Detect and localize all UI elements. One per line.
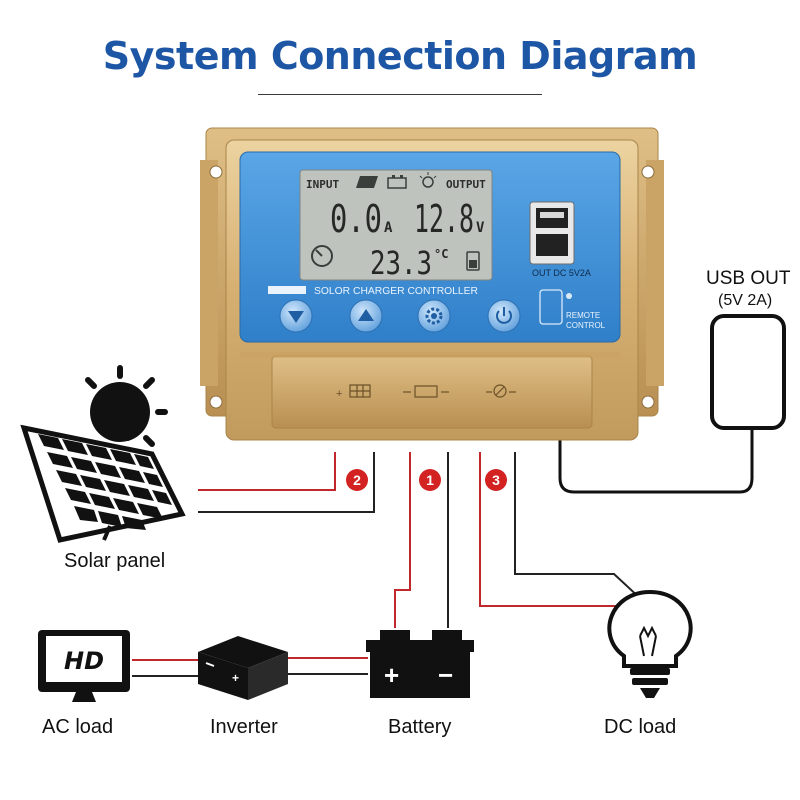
load-positive-wire	[479, 452, 636, 607]
load-negative-wire	[514, 452, 643, 601]
inverter-icon: +	[198, 636, 288, 700]
lcd-voltage-unit: V	[476, 220, 485, 236]
svg-text:+: +	[336, 388, 342, 400]
mount-hole-tr	[641, 165, 655, 179]
charge-controller: + INPUT OUTPUT 0.0 A	[200, 127, 664, 441]
inverter-label: Inverter	[210, 716, 278, 738]
monitor-icon: HD	[38, 630, 130, 702]
wires	[132, 258, 754, 677]
svg-text:+: +	[384, 660, 399, 690]
remote-label-1: REMOTE	[566, 311, 600, 320]
bulb-status-icon	[419, 172, 437, 188]
page-title: System Connection Diagram	[102, 34, 698, 78]
usb-spec-label: (5V 2A)	[718, 292, 773, 309]
mount-hole-bl	[209, 395, 223, 409]
hd-logo: HD	[64, 647, 104, 675]
title-underline	[258, 94, 542, 95]
power-icon	[496, 307, 512, 324]
solar-terminal-icon: +	[336, 384, 371, 400]
load-terminal-icon	[486, 384, 516, 398]
badge-solar: 2	[346, 469, 368, 491]
settings-button[interactable]	[417, 299, 451, 333]
down-arrow-icon	[288, 311, 304, 323]
up-button[interactable]	[349, 299, 383, 333]
battery-positive-wire	[394, 452, 411, 628]
lcd-input-label: INPUT	[306, 178, 339, 191]
badge-battery: 1	[419, 469, 441, 491]
lcd-temperature-unit: °C	[434, 247, 448, 261]
remote-label-2: CONTROL	[566, 321, 606, 330]
lcd-temperature-value: 23.3	[370, 244, 432, 282]
lcd-screen	[299, 169, 493, 281]
mount-hole-br	[641, 395, 655, 409]
ac-load-label: AC load	[42, 716, 114, 738]
power-button[interactable]	[487, 299, 521, 333]
up-arrow-icon	[358, 309, 374, 321]
battery-terminal-icon	[403, 385, 449, 398]
solar-positive-wire	[198, 452, 336, 491]
panel-label: SOLOR CHARGER CONTROLLER	[314, 285, 478, 297]
lcd-current-value: 0.0	[330, 197, 382, 241]
phone-icon	[710, 314, 786, 430]
gear-icon	[425, 307, 443, 325]
lcd-output-label: OUTPUT	[446, 178, 486, 191]
mount-hole-tl	[209, 165, 223, 179]
usb-out-label: USB OUT	[706, 268, 791, 289]
terminal-cover	[271, 355, 593, 429]
solar-negative-wire	[198, 452, 375, 513]
lightbulb-icon	[607, 589, 693, 698]
solar-panel-label: Solar panel	[64, 550, 166, 572]
solar-panel-icon	[20, 365, 186, 543]
svg-text:3: 3	[492, 472, 500, 488]
svg-text:+: +	[232, 671, 239, 685]
battery-icon: + −	[366, 630, 474, 698]
down-button[interactable]	[279, 299, 313, 333]
battery-label: Battery	[388, 716, 452, 738]
battery-status-icon	[387, 175, 407, 189]
dc-load-label: DC load	[604, 716, 677, 738]
svg-text:−: −	[438, 660, 453, 690]
badge-load: 3	[485, 469, 507, 491]
svg-text:1: 1	[426, 472, 434, 488]
lcd-current-unit: A	[384, 220, 393, 236]
signal-battery-icon	[466, 251, 480, 271]
usb-cable	[558, 258, 754, 494]
usb-port[interactable]	[529, 201, 575, 265]
lcd-voltage-value: 12.8	[414, 197, 474, 241]
clock-icon	[311, 245, 333, 267]
usb-port-label: OUT DC 5V2A	[532, 268, 591, 278]
solar-status-icon	[356, 176, 378, 188]
svg-text:2: 2	[353, 472, 361, 488]
remote-receiver	[539, 289, 572, 325]
